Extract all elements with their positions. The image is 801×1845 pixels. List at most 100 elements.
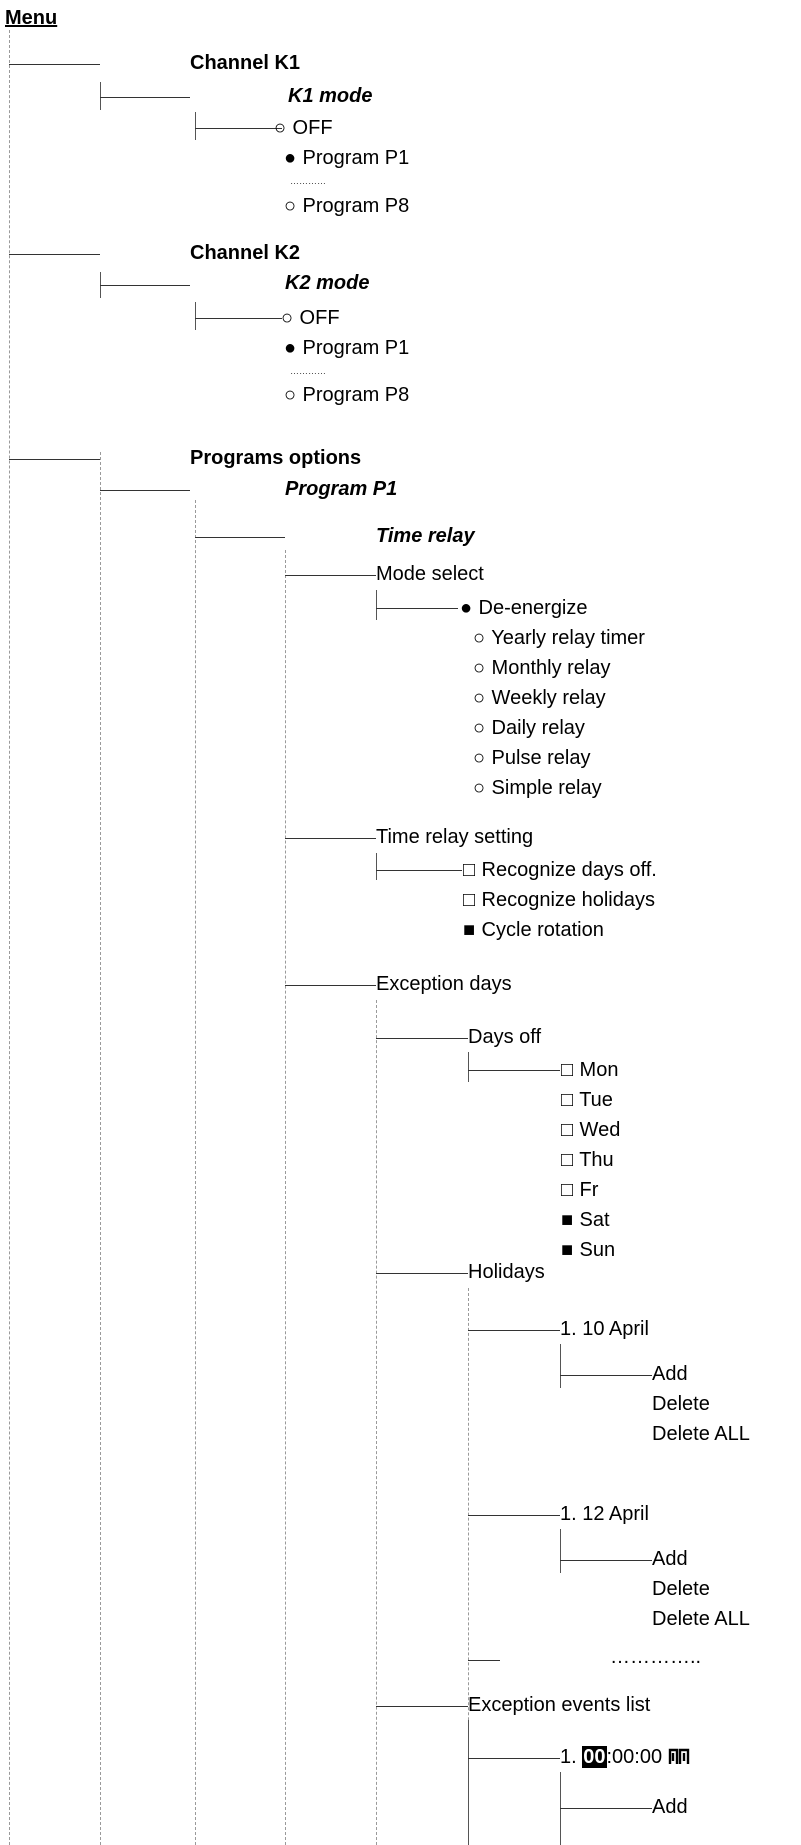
tree-connector-horizontal [9,64,100,65]
tree-connector-horizontal [560,1560,652,1561]
add-button[interactable]: Add [652,1548,688,1570]
checkbox-icon: □ [462,859,476,881]
time-relay-title[interactable]: Time relay [376,525,475,547]
delete-button[interactable]: Delete [652,1578,710,1600]
option-label: OFF [294,307,340,329]
k1-option-program-p1[interactable]: ● Program P1 [283,146,409,170]
add-button[interactable]: Add [652,1363,688,1385]
radio-icon: ○ [472,777,486,799]
option-label: Thu [574,1149,614,1171]
option-label: Program P1 [297,337,410,359]
day-thu[interactable]: □ Thu [560,1148,614,1172]
tree-connector-horizontal [285,838,376,839]
k2-option-off[interactable]: ○ OFF [280,306,340,330]
tree-connector-vertical [376,590,377,620]
setting-recognize-days-off[interactable]: □ Recognize days off. [462,858,657,882]
tree-connector-vertical [468,1288,469,1845]
delete-all-button[interactable]: Delete ALL [652,1423,750,1445]
tree-connector-horizontal [9,254,100,255]
mode-daily-relay[interactable]: ○ Daily relay [472,716,585,740]
option-label: Recognize holidays [476,889,655,911]
holiday-entry-1[interactable]: 1. 10 April [560,1318,649,1340]
time-relay-setting-title[interactable]: Time relay setting [376,826,534,848]
menu-title: Menu [5,7,58,29]
k1-option-off[interactable]: ○ OFF [273,116,333,140]
setting-cycle-rotation[interactable]: ■ Cycle rotation [462,918,604,942]
ellipsis-separator: ………… [290,176,326,186]
tree-connector-horizontal [376,1706,468,1707]
channel-k1-title[interactable]: Channel K1 [190,52,301,74]
exception-event-entry[interactable]: 1. 00:00:00 [560,1745,690,1769]
k2-option-program-p8[interactable]: ○ Program P8 [283,383,409,407]
day-tue[interactable]: □ Tue [560,1088,613,1112]
mode-yearly-relay-timer[interactable]: ○ Yearly relay timer [472,626,645,650]
tree-connector-vertical [376,1000,377,1845]
option-label: Sat [574,1209,610,1231]
tree-connector-horizontal [468,1070,560,1071]
day-wed[interactable]: □ Wed [560,1118,620,1142]
channel-k2-title[interactable]: Channel K2 [190,242,301,264]
option-label: De-energize [473,597,588,619]
day-sun[interactable]: ■ Sun [560,1238,615,1262]
radio-icon: ○ [273,117,287,139]
program-p1-title[interactable]: Program P1 [285,478,398,500]
mode-de-energize[interactable]: ● De-energize [459,596,588,620]
checkbox-icon: □ [560,1119,574,1141]
mode-pulse-relay[interactable]: ○ Pulse relay [472,746,591,770]
tree-connector-horizontal [468,1660,500,1661]
mode-monthly-relay[interactable]: ○ Monthly relay [472,656,611,680]
tree-connector-horizontal [560,1808,652,1809]
tree-connector-horizontal [285,575,376,576]
k2-option-program-p1[interactable]: ● Program P1 [283,336,409,360]
event-add-button[interactable]: Add [652,1796,688,1818]
mode-select-title[interactable]: Mode select [376,563,484,585]
tree-connector-vertical [195,500,196,1845]
checkbox-icon: ■ [462,919,476,941]
tree-connector-vertical [285,550,286,1845]
delete-all-button[interactable]: Delete ALL [652,1608,750,1630]
tree-connector-vertical [100,82,101,110]
event-index: 1. [560,1746,583,1768]
option-label: Weekly relay [486,687,606,709]
option-label: Program P1 [297,147,410,169]
option-label: Monthly relay [486,657,611,679]
tree-connector-vertical [195,112,196,140]
programs-options-title[interactable]: Programs options [190,447,362,469]
exception-days-title[interactable]: Exception days [376,973,512,995]
setting-recognize-holidays[interactable]: □ Recognize holidays [462,888,655,912]
mode-simple-relay[interactable]: ○ Simple relay [472,776,602,800]
tree-connector-horizontal [376,608,458,609]
radio-icon: ● [459,597,473,619]
day-fr[interactable]: □ Fr [560,1178,598,1202]
radio-icon: ○ [472,687,486,709]
option-label: Wed [574,1119,621,1141]
option-label: Program P8 [297,195,410,217]
option-label: Mon [574,1059,619,1081]
k1-option-program-p8[interactable]: ○ Program P8 [283,194,409,218]
day-sat[interactable]: ■ Sat [560,1208,610,1232]
day-mon[interactable]: □ Mon [560,1058,619,1082]
exception-events-list-title[interactable]: Exception events list [468,1694,651,1716]
checkbox-icon: ■ [560,1209,574,1231]
tree-connector-horizontal [285,985,376,986]
tree-connector-horizontal [195,537,285,538]
holiday-entry-2[interactable]: 1. 12 April [560,1503,649,1525]
days-off-title[interactable]: Days off [468,1026,541,1048]
k1-mode-title[interactable]: K1 mode [288,85,373,107]
checkbox-icon: □ [560,1059,574,1081]
option-label: Cycle rotation [476,919,604,941]
checkbox-icon: ■ [560,1239,574,1261]
event-hour-highlight[interactable]: 00 [582,1746,607,1768]
event-time-rest: :00:00 [606,1746,668,1768]
delete-button[interactable]: Delete [652,1393,710,1415]
tree-connector-horizontal [100,490,190,491]
checkbox-icon: □ [462,889,476,911]
radio-icon: ○ [472,747,486,769]
radio-icon: ○ [472,717,486,739]
mode-weekly-relay[interactable]: ○ Weekly relay [472,686,606,710]
holidays-title[interactable]: Holidays [468,1261,545,1283]
checkbox-icon: □ [560,1179,574,1201]
tree-connector-vertical [468,1052,469,1082]
k2-mode-title[interactable]: K2 mode [285,272,370,294]
